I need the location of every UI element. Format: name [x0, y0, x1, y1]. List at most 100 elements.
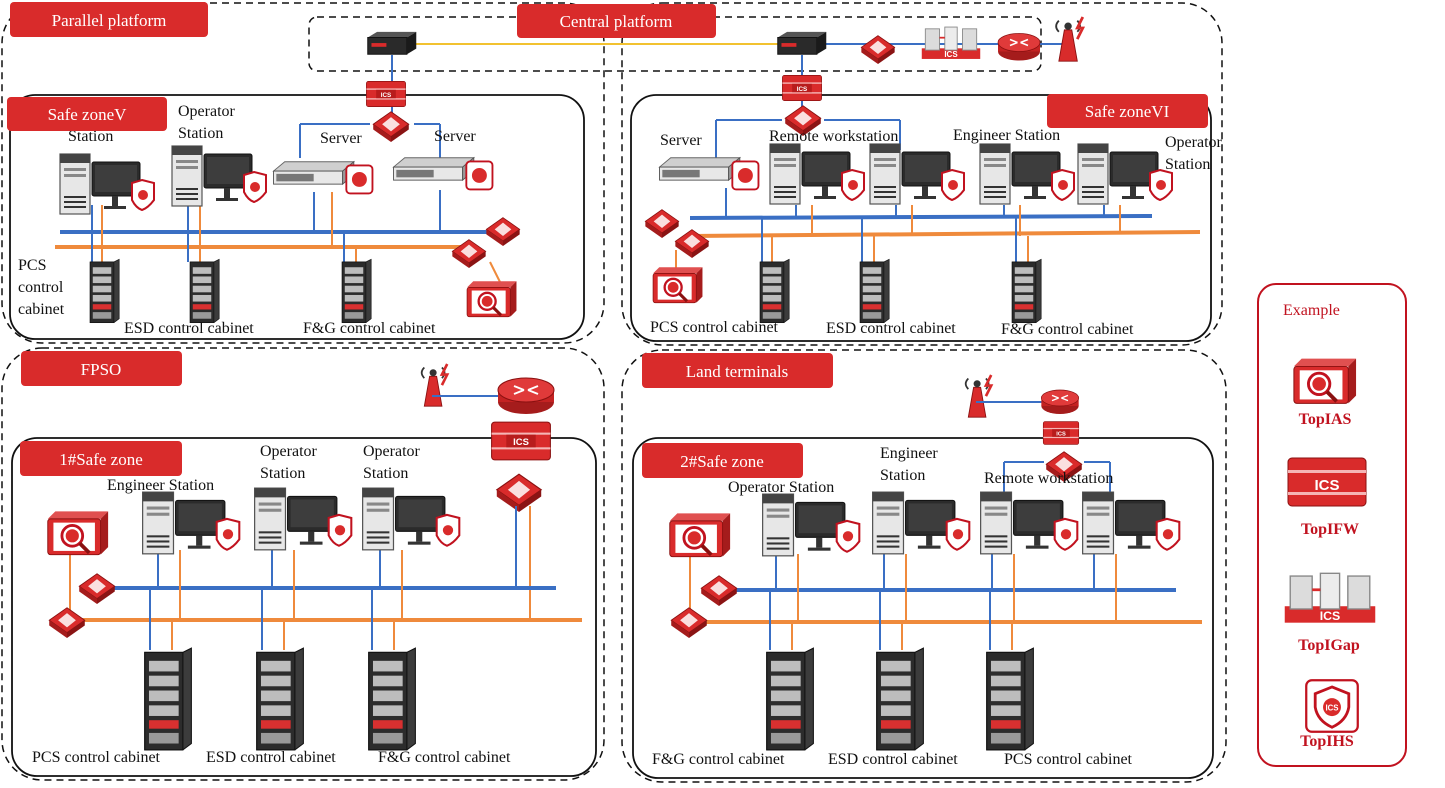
pp-core-switch-icon — [372, 111, 410, 142]
pp-pcs-label-3: cabinet — [18, 301, 65, 318]
lt-remote-pc-a-icon — [979, 491, 1079, 555]
pp-switch-mid-icon — [451, 239, 487, 268]
fp-op2-label-2: Station — [363, 465, 408, 482]
cp-operator-label-1: Operator — [1165, 134, 1223, 151]
fp-pcs-cabinet-icon — [144, 647, 192, 751]
svg-text:ICS: ICS — [1314, 477, 1339, 494]
cp-esd-cabinet-icon — [859, 258, 890, 324]
cp-server-icon — [658, 156, 760, 191]
lt-esd-cabinet-icon — [876, 647, 924, 751]
lt-ias-icon — [667, 511, 732, 559]
lt-engineer-pc-icon — [871, 491, 971, 555]
cp-orange-bus — [689, 230, 1201, 238]
legend-item-topias: TopIAS — [1299, 411, 1352, 428]
fpso-border — [1, 347, 605, 781]
pp-fg-label: F&G control cabinet — [303, 320, 436, 337]
safe-zone-2-border — [632, 437, 1214, 779]
cp-remote-label: Remote workstation — [769, 128, 898, 145]
fp-engineer-pc-icon — [141, 491, 241, 555]
tag-safe-zone-2: 2#Safe zone — [642, 443, 803, 478]
lt-router-icon — [1040, 389, 1080, 415]
land-terminals-border — [621, 349, 1227, 783]
tag-land-terminals: Land terminals — [642, 353, 833, 388]
pp-switch-right-icon — [485, 217, 521, 246]
cp-drops — [675, 188, 1121, 270]
lt-fg-label: F&G control cabinet — [652, 751, 785, 768]
pp-gateway-icon — [367, 31, 417, 55]
legend-item-topifw: TopIFW — [1301, 521, 1359, 538]
lt-antenna-icon — [964, 373, 993, 419]
svg-text:Parallel platform: Parallel platform — [52, 11, 167, 30]
fp-op1-label-2: Station — [260, 465, 305, 482]
lt-operator-label: Operator Station — [728, 479, 834, 496]
legend-item-topigap: TopIGap — [1298, 637, 1360, 654]
tag-safe-zone-v: Safe zoneV — [7, 97, 167, 131]
cp-pcs-cabinet-icon — [759, 258, 790, 324]
pp-server-a-icon — [272, 160, 374, 195]
lt-fg-cabinet-icon — [766, 647, 814, 751]
pp-pcs-label-1: PCS — [18, 257, 46, 274]
cp-operator-label-2: Station — [1165, 156, 1210, 173]
pp-fg-cabinet-icon — [341, 258, 372, 324]
lt-pcs-cabinet-icon — [986, 647, 1034, 751]
legend-topias-icon — [1291, 356, 1358, 406]
central-platform-border — [621, 2, 1223, 346]
cp-fg-label: F&G control cabinet — [1001, 321, 1134, 338]
pp-operator-label-1: Operator — [178, 103, 236, 120]
svg-text:FPSO: FPSO — [81, 360, 122, 379]
fp-antenna-icon — [420, 362, 449, 408]
cp-antenna-icon — [1054, 16, 1085, 63]
legend: Example TopIAS ICS TopIFW TopIGap TopIHS — [1257, 283, 1407, 767]
cp-remote-pc-b-icon — [869, 143, 965, 205]
tag-fpso: FPSO — [21, 351, 182, 386]
pp-server-b-icon — [392, 156, 494, 191]
svg-text:Safe zoneVI: Safe zoneVI — [1085, 102, 1170, 121]
pp-pcs-cabinet-icon — [89, 258, 120, 324]
cp-switch-top-icon — [644, 209, 680, 238]
pp-esd-label: ESD control cabinet — [124, 320, 254, 337]
fp-operator-b-pc-icon — [361, 487, 461, 551]
cp-blue-bus — [689, 214, 1153, 220]
fp-router-icon — [497, 377, 555, 415]
cp-ias-icon — [651, 265, 704, 305]
fp-engineer-label: Engineer Station — [107, 477, 214, 494]
pp-operator-pc-icon — [171, 145, 267, 207]
cp-pcs-label: PCS control cabinet — [650, 319, 779, 336]
safe-zone-1-border — [11, 437, 597, 777]
cp-engineer-label: Engineer Station — [953, 127, 1060, 144]
fp-op2-label-1: Operator — [363, 443, 421, 460]
pp-station-pc-icon — [59, 153, 155, 215]
fp-firewall-icon — [491, 421, 551, 461]
tag-safe-zone-vi: Safe zoneVI — [1047, 94, 1208, 128]
fp-fg-label: F&G control cabinet — [378, 749, 511, 766]
svg-text:1#Safe zone: 1#Safe zone — [59, 450, 143, 469]
tag-parallel-platform: Parallel platform — [10, 2, 208, 37]
pp-pcs-label-2: control — [18, 279, 64, 296]
tag-safe-zone-1: 1#Safe zone — [20, 441, 182, 476]
fp-switch-top-icon — [78, 573, 116, 604]
legend-topifw-icon: ICS — [1287, 457, 1367, 507]
cp-gap-icon — [920, 26, 982, 61]
lt-remote-pc-b-icon — [1081, 491, 1181, 555]
cp-remote-pc-a-icon — [769, 143, 865, 205]
pp-server-b-label: Server — [434, 128, 476, 145]
svg-text:Safe zoneV: Safe zoneV — [48, 105, 128, 124]
safe-zone-v-border — [9, 94, 585, 340]
pp-firewall-icon — [366, 81, 406, 107]
cp-esd-label: ESD control cabinet — [826, 320, 956, 337]
legend-topigap-icon — [1283, 571, 1377, 625]
pp-server-a-label: Server — [320, 130, 362, 147]
fp-ias-icon — [45, 509, 110, 557]
svg-text:Land terminals: Land terminals — [686, 362, 788, 381]
cp-firewall-icon — [782, 75, 822, 101]
cp-router-icon — [997, 32, 1041, 62]
lt-pcs-label: PCS control cabinet — [1004, 751, 1133, 768]
legend-item-topihs: TopIHS — [1300, 733, 1354, 750]
lt-engineer-label-2: Station — [880, 467, 925, 484]
svg-text:Central platform: Central platform — [560, 12, 673, 31]
legend-title: Example — [1283, 302, 1340, 319]
lt-drops — [689, 550, 1117, 650]
fp-switch-bottom-icon — [48, 607, 86, 638]
fp-fg-cabinet-icon — [368, 647, 416, 751]
